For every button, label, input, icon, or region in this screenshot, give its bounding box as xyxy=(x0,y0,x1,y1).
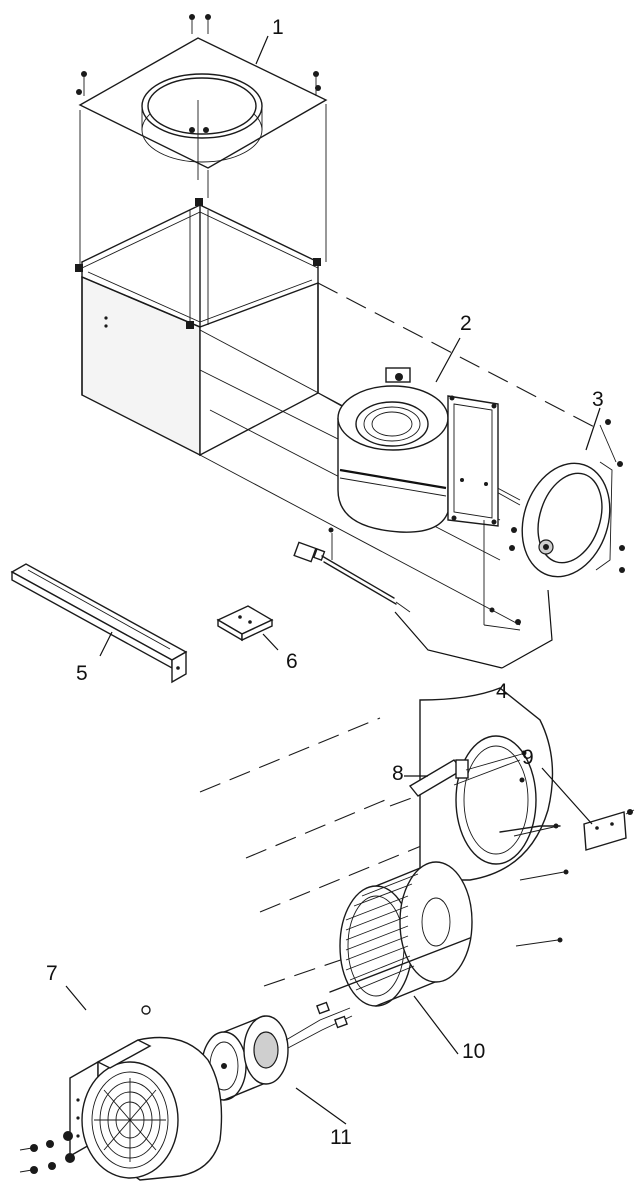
callout-labels: 1 2 3 4 5 6 7 8 9 10 11 xyxy=(46,16,604,1149)
part-6-small-bracket xyxy=(216,605,274,642)
callout-4: 4 xyxy=(496,680,508,703)
callout-5: 5 xyxy=(76,662,88,685)
impeller-blades xyxy=(345,873,419,991)
callout-7: 7 xyxy=(46,962,58,985)
part-10-impeller-wheel xyxy=(329,861,473,1007)
part-2-blower-unit xyxy=(337,367,499,533)
upper-assembly xyxy=(10,14,625,684)
part-1-top-plate xyxy=(78,37,328,169)
front-screws xyxy=(19,1131,75,1174)
callout-2: 2 xyxy=(460,312,472,335)
upper-leader-lines xyxy=(99,35,601,669)
part-4-wiring-harness xyxy=(293,520,521,631)
part-7-front-housing xyxy=(69,1005,223,1181)
assembly-guides xyxy=(79,104,327,268)
callout-3: 3 xyxy=(592,388,604,411)
callout-8: 8 xyxy=(392,762,404,785)
lower-assembly xyxy=(19,687,635,1181)
part-5-mounting-bracket xyxy=(10,563,188,684)
callout-6: 6 xyxy=(286,650,298,673)
callout-10: 10 xyxy=(462,1040,485,1063)
plenum-box xyxy=(75,198,321,457)
top-plate-screws xyxy=(76,14,321,180)
callout-11: 11 xyxy=(330,1126,352,1149)
part-3-outlet-ring xyxy=(509,419,625,578)
part-9-cover-plate xyxy=(583,809,635,851)
lower-leader-lines xyxy=(65,767,593,1125)
part-8-rear-housing xyxy=(408,687,569,943)
fan-guard-grille xyxy=(94,1078,166,1162)
part-11-motor xyxy=(201,1001,353,1101)
rear-screws xyxy=(465,750,565,947)
callout-9: 9 xyxy=(522,746,534,769)
callout-1: 1 xyxy=(272,16,284,39)
